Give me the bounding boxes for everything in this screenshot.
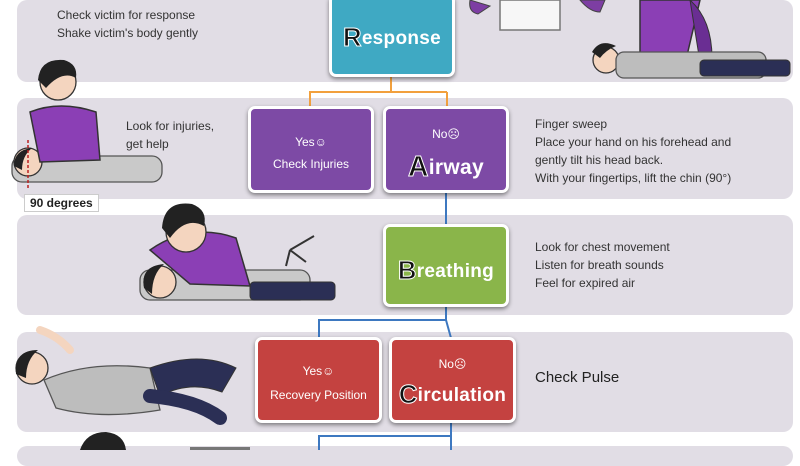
response-notes: Check victim for response Shake victim's… xyxy=(57,6,198,42)
illustrations-row3 xyxy=(139,203,336,301)
airway-note-1: Finger sweep xyxy=(535,117,608,131)
circulation-yes-action: Recovery Position xyxy=(270,388,367,402)
airway-rest: irway xyxy=(428,156,484,179)
illustrations-row2 xyxy=(11,59,163,190)
flow-connectors xyxy=(309,75,452,450)
connector-response-split xyxy=(309,75,392,108)
response-title: Response xyxy=(332,24,452,52)
airway-no-label: No☹ xyxy=(432,127,460,141)
response-note-1: Check victim for response xyxy=(57,8,196,22)
breathing-initial: B xyxy=(397,257,417,285)
breathing-notes: Look for chest movement Listen for breat… xyxy=(535,238,670,292)
connector-breathing-split xyxy=(318,304,447,338)
rescuer-listening-breath-illustration xyxy=(139,203,336,301)
connector-breathing-no xyxy=(445,319,452,339)
illustrations-row1 xyxy=(469,0,791,79)
airway-left-notes: Look for injuries, get help xyxy=(126,117,214,153)
breathing-note-3: Feel for expired air xyxy=(535,276,636,290)
airway-left-note-1: Look for injuries, xyxy=(126,119,215,133)
breathing-rest: reathing xyxy=(416,261,495,282)
breathing-box: Breathing xyxy=(383,224,509,307)
airway-yes-label: Yes☺ xyxy=(295,135,327,149)
airway-box: No☹ Airway xyxy=(383,106,509,193)
response-rest: esponse xyxy=(361,28,441,49)
breathing-title: Breathing xyxy=(386,257,506,285)
circulation-notes: Check Pulse xyxy=(535,369,619,387)
circulation-note-1: Check Pulse xyxy=(535,369,620,386)
rescuer-tilting-head-illustration xyxy=(11,59,163,190)
response-box: Response xyxy=(329,0,455,77)
response-note-2: Shake victim's body gently xyxy=(57,26,199,40)
check-injuries-box: Yes☺ Check Injuries xyxy=(248,106,374,193)
illustrations-row5 xyxy=(80,432,250,450)
circulation-no-label: No☹ xyxy=(438,357,467,371)
angle-label: 90 degrees xyxy=(24,194,99,212)
response-initial: R xyxy=(342,24,362,52)
victim-recovery-position-illustration xyxy=(15,326,237,425)
rescuer-checking-response-illustration xyxy=(469,0,791,79)
circulation-box: No☹ Circulation xyxy=(389,337,516,423)
rescuer-next-step-illustration xyxy=(80,432,250,450)
airway-notes: Finger sweep Place your hand on his fore… xyxy=(535,115,731,187)
airway-left-note-2: get help xyxy=(126,137,169,151)
breathing-note-2: Listen for breath sounds xyxy=(535,258,664,272)
airway-note-3: gently tilt his head back. xyxy=(535,153,664,167)
airway-title: Airway xyxy=(386,151,506,183)
recovery-position-box: Yes☺ Recovery Position xyxy=(255,337,382,423)
circulation-rest: irculation xyxy=(417,385,507,406)
airway-note-4: With your fingertips, lift the chin (90°… xyxy=(535,171,732,185)
illustrations-row4 xyxy=(15,326,237,425)
breathing-note-1: Look for chest movement xyxy=(535,240,670,254)
airway-yes-action: Check Injuries xyxy=(272,157,350,171)
circulation-title: Circulation xyxy=(392,381,513,409)
circulation-yes-label: Yes☺ xyxy=(302,364,335,378)
circulation-initial: C xyxy=(398,381,418,409)
airway-note-2: Place your hand on his forehead and xyxy=(535,135,732,149)
connector-circulation-split xyxy=(318,421,452,450)
airway-initial: A xyxy=(408,151,429,183)
